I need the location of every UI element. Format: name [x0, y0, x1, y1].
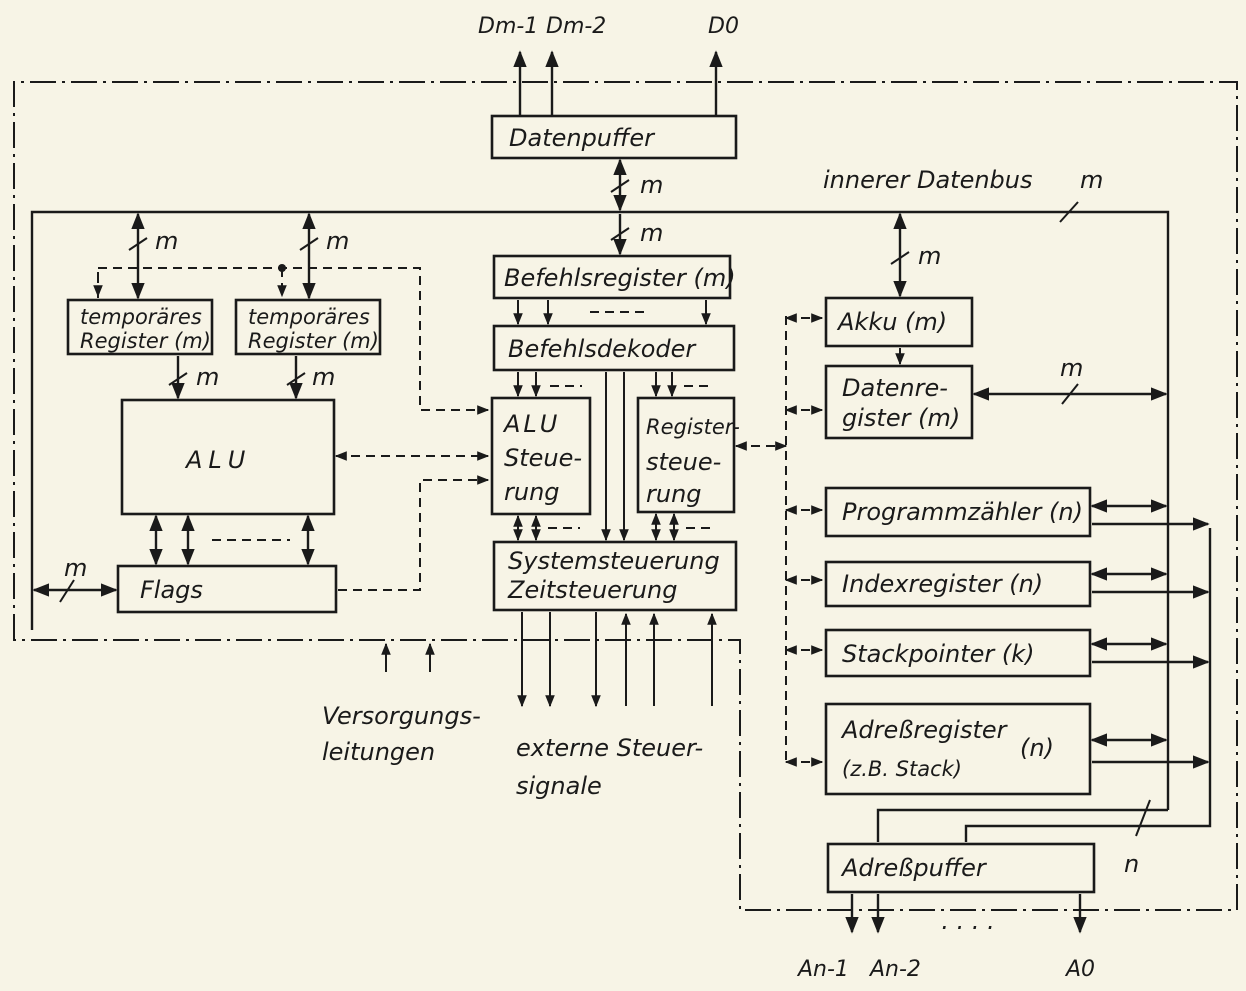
width-label-m: m: [326, 227, 349, 255]
width-tick: [1059, 201, 1079, 223]
width-tick: [168, 372, 188, 386]
label-flags: Flags: [140, 576, 203, 604]
block-adressregister: [824, 702, 1092, 796]
address-output-label-an2: An-2: [868, 957, 921, 982]
address-bus: [964, 528, 1212, 842]
label-programmzaehler: Programmzähler (n): [842, 498, 1083, 526]
block-adresspuffer: [826, 842, 1096, 894]
width-tick: [610, 179, 630, 193]
label-register-steuerung-3: rung: [646, 480, 702, 508]
width-tick: [128, 237, 148, 251]
inner-data-bus: [30, 210, 1170, 810]
width-tick: [890, 251, 910, 265]
address-ellipsis: · · · ·: [940, 914, 993, 942]
width-label-m: m: [312, 363, 335, 391]
label-temp2-line2: Register (m): [248, 329, 379, 353]
width-label-m: m: [640, 219, 663, 247]
data-output-label-dm2: Dm-2: [546, 14, 606, 39]
external-signals-label-2: signale: [516, 772, 602, 800]
block-akku: [824, 296, 974, 348]
width-label-m: m: [196, 363, 219, 391]
junction-dot: [278, 264, 286, 272]
supply-label-2: leitungen: [322, 738, 435, 766]
block-flags: [116, 564, 338, 614]
block-befehlsregister: [492, 254, 732, 300]
inner-bus-width-m: m: [1080, 166, 1103, 194]
label-zeitsteuerung: Zeitsteuerung: [507, 576, 677, 604]
label-adressregister-3: (n): [1020, 734, 1054, 762]
label-temp2-line1: temporäres: [248, 305, 370, 329]
block-temp-register-2: [234, 298, 382, 356]
address-output-label-an1: An-1: [796, 957, 849, 982]
data-output-label-dm1: Dm-1: [478, 14, 538, 39]
data-output-label-d0: D0: [708, 14, 739, 39]
label-register-steuerung-1: Register-: [646, 415, 740, 439]
label-stackpointer: Stackpointer (k): [842, 640, 1035, 668]
width-label-m: m: [64, 554, 87, 582]
width-tick: [1061, 383, 1079, 405]
block-alu: [120, 398, 336, 516]
block-datenpuffer: [490, 114, 738, 160]
address-output-label-a0: A0: [1064, 957, 1095, 982]
label-alu-steuerung-3: rung: [504, 478, 560, 506]
label-systemsteuerung: Systemsteuerung: [508, 547, 720, 575]
block-datenregister: [824, 364, 974, 440]
width-label-m: m: [155, 227, 178, 255]
label-befehlsdekoder: Befehlsdekoder: [508, 335, 697, 363]
width-label-m: m: [640, 171, 663, 199]
width-tick: [59, 579, 75, 603]
label-datenregister-1: Datenre-: [842, 374, 948, 402]
label-adressregister-1: Adreßregister: [840, 716, 1009, 744]
label-datenregister-2: gister (m): [842, 404, 960, 432]
label-register-steuerung-2: steue-: [646, 448, 721, 476]
width-label-m: m: [1060, 354, 1083, 382]
block-register-steuerung: [636, 396, 736, 514]
external-signal-lines: [517, 612, 717, 708]
width-label-m: m: [918, 242, 941, 270]
label-indexregister: Indexregister (n): [842, 570, 1043, 598]
width-tick: [1135, 799, 1151, 837]
label-datenpuffer: Datenpuffer: [509, 124, 656, 152]
width-tick: [286, 372, 306, 386]
label-adressregister-2: (z.B. Stack): [842, 757, 962, 781]
block-indexregister: [824, 560, 1092, 608]
block-temp-register-1: [66, 298, 214, 356]
width-label-n: n: [1124, 850, 1139, 878]
supply-label-1: Versorgungs-: [322, 702, 481, 730]
address-bus-2: [876, 808, 1168, 842]
label-befehlsregister: Befehlsregister (m): [504, 264, 736, 292]
data-output-lines: [513, 50, 723, 116]
label-alu-steuerung-1: ALU: [502, 410, 560, 438]
label-akku: Akku (m): [836, 308, 947, 336]
external-signals-label-1: externe Steuer-: [516, 734, 703, 762]
label-adresspuffer: Adreßpuffer: [840, 854, 988, 882]
block-befehlsdekoder: [492, 324, 736, 372]
control-flags: [338, 475, 490, 591]
block-systemsteuerung: [492, 540, 738, 612]
block-programmzaehler: [824, 486, 1092, 538]
chip-boundary: [13, 81, 1238, 911]
block-stackpointer: [824, 628, 1092, 678]
label-alu: ALU: [184, 446, 251, 474]
block-alu-steuerung: [490, 396, 592, 516]
label-temp1-line2: Register (m): [80, 329, 211, 353]
width-tick: [299, 237, 319, 251]
label-temp1-line1: temporäres: [80, 305, 202, 329]
width-tick: [610, 227, 630, 241]
address-output-lines: [845, 894, 1087, 934]
label-alu-steuerung-2: Steue-: [504, 444, 582, 472]
inner-bus-label: innerer Datenbus: [823, 166, 1033, 194]
